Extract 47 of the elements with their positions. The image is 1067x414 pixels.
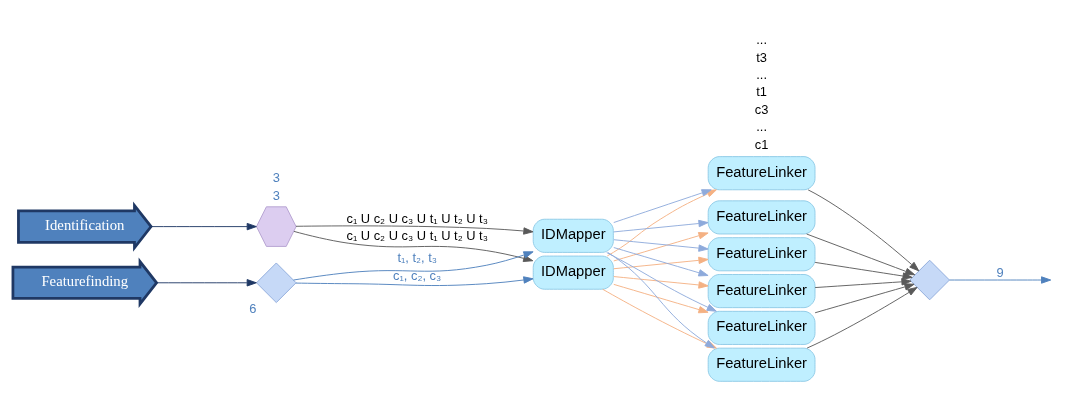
arrow bbox=[949, 275, 1052, 284]
arrow bbox=[613, 188, 712, 223]
arrow bbox=[293, 230, 534, 262]
arrow bbox=[293, 250, 534, 280]
label: c1 bbox=[754, 136, 769, 152]
edge-label: c₁ U c₂ U c₃ U t₁ U t₂ U t₃ bbox=[346, 210, 488, 226]
node-diamond bbox=[256, 262, 297, 303]
arrow bbox=[613, 256, 709, 269]
arrow bbox=[295, 224, 534, 235]
label: ... bbox=[756, 118, 767, 134]
node-box: FeatureLinker bbox=[707, 347, 816, 382]
arrow bbox=[156, 278, 257, 286]
arrow bbox=[606, 251, 717, 312]
label: 3 bbox=[272, 187, 280, 203]
edge-label: c₁, c₂, c₃ bbox=[393, 267, 442, 283]
arrow bbox=[150, 222, 257, 230]
node-box: IDMapper bbox=[532, 255, 614, 290]
label: 3 bbox=[272, 169, 280, 185]
node-box: FeatureLinker bbox=[707, 310, 816, 345]
arrow bbox=[613, 219, 709, 232]
label: ... bbox=[756, 66, 767, 82]
arrow bbox=[613, 246, 709, 276]
arrow bbox=[613, 275, 709, 289]
label: c3 bbox=[754, 101, 769, 117]
arrow bbox=[807, 188, 920, 271]
arrow bbox=[613, 238, 709, 252]
node-box: FeatureLinker bbox=[707, 155, 816, 190]
label: t1 bbox=[756, 83, 767, 99]
node-box: FeatureLinker bbox=[707, 273, 816, 308]
node-hexagon bbox=[256, 205, 297, 247]
edge-label: c₁ U c₂ U c₃ U t₁ U t₂ U t₃ bbox=[346, 227, 488, 243]
label: t3 bbox=[756, 48, 767, 64]
node-box: FeatureLinker bbox=[707, 236, 816, 271]
node-label: 6 bbox=[249, 300, 257, 316]
edge-label: t₁, t₂, t₃ bbox=[397, 249, 438, 265]
arrow bbox=[814, 282, 915, 313]
edge-label: 9 bbox=[996, 264, 1004, 280]
arrow bbox=[613, 231, 709, 261]
label: ... bbox=[756, 31, 767, 47]
arrow bbox=[295, 275, 534, 286]
node-box: IDMapper bbox=[532, 218, 614, 253]
arrow bbox=[814, 277, 912, 288]
arrow bbox=[814, 261, 913, 280]
arrow bbox=[806, 286, 918, 348]
node-box: FeatureLinker bbox=[707, 199, 816, 234]
arrow bbox=[806, 233, 916, 275]
arrow bbox=[613, 283, 709, 313]
